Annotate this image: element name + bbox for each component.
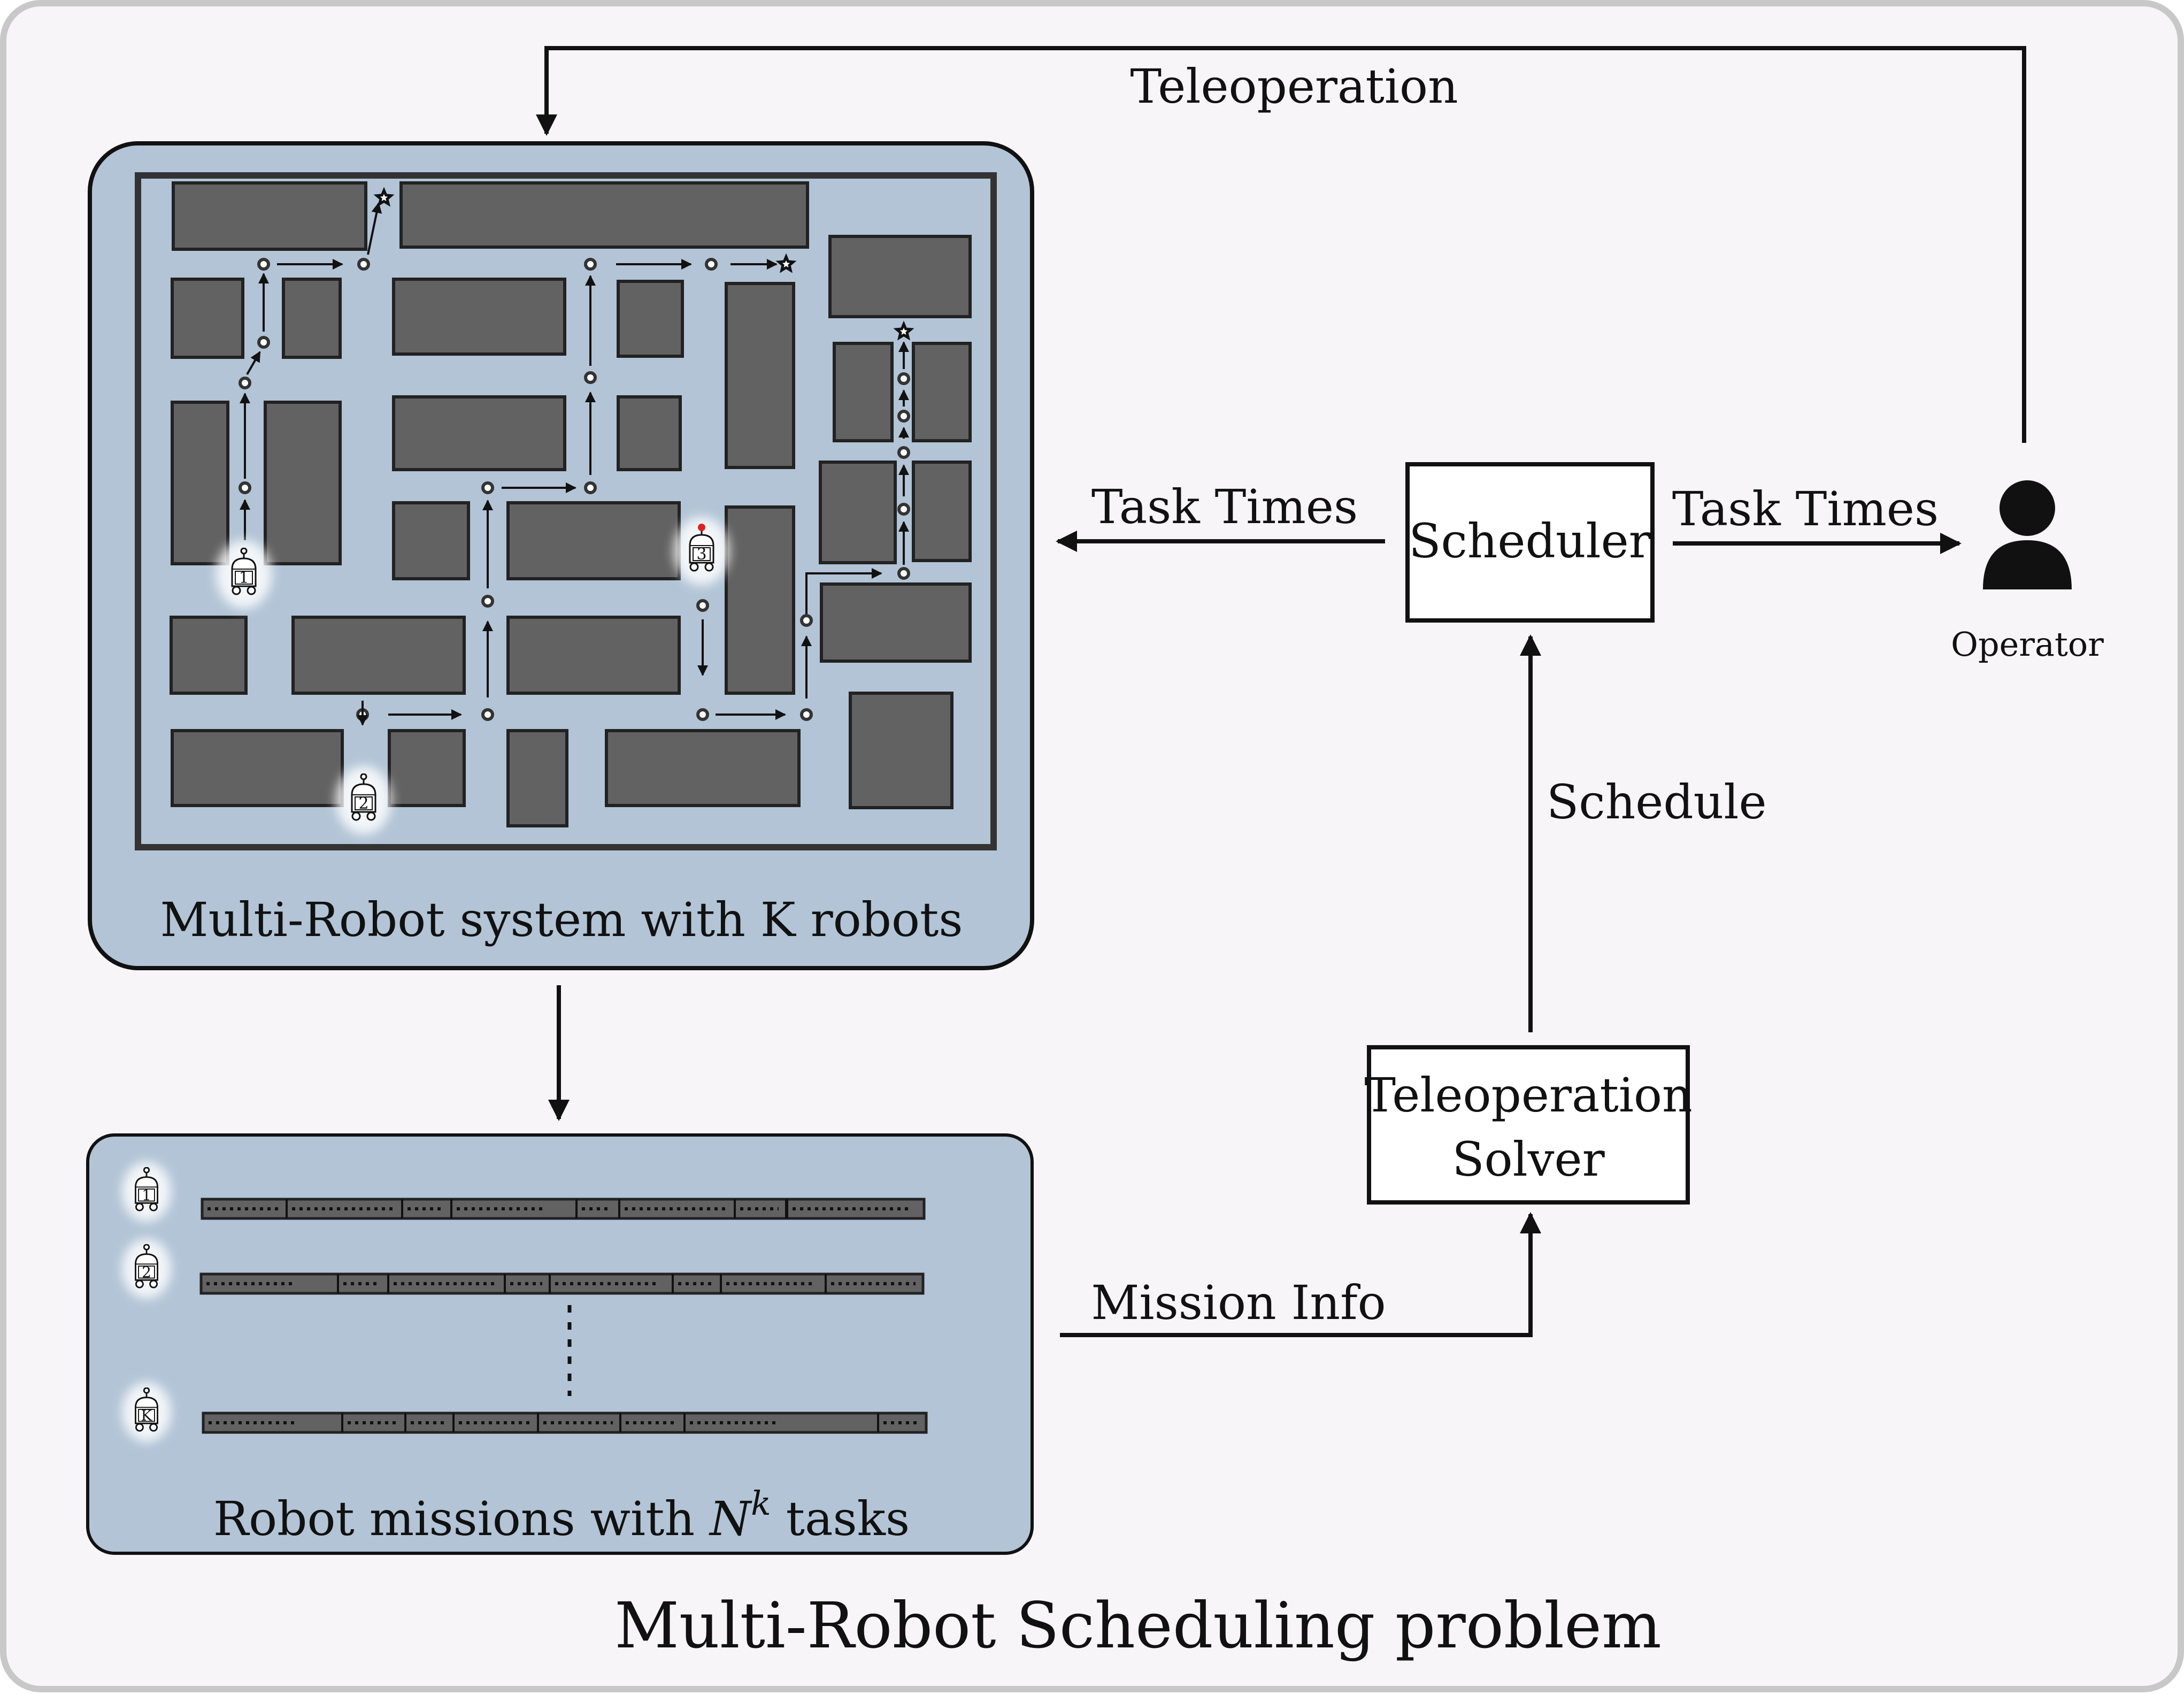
obstacle — [912, 461, 972, 562]
obstacle — [828, 235, 972, 318]
waypoint — [705, 258, 718, 271]
waypoint — [481, 708, 494, 721]
obstacle — [171, 278, 244, 359]
mission-bar — [199, 1272, 925, 1295]
robot-id-label: K — [141, 1407, 153, 1424]
mission-bar — [201, 1198, 926, 1220]
obstacle — [833, 342, 894, 442]
obstacle — [388, 729, 466, 807]
obstacle — [392, 501, 470, 580]
waypoint — [897, 567, 910, 580]
obstacle — [172, 181, 367, 251]
obstacle — [170, 616, 248, 695]
scheduler-label: Scheduler — [1409, 513, 1652, 569]
obstacle — [912, 342, 972, 442]
waypoint — [257, 336, 270, 349]
obstacle — [506, 616, 681, 695]
obstacle — [171, 729, 344, 807]
robot-id-label: 2 — [358, 794, 368, 813]
path-arrow — [246, 351, 261, 375]
obstacle — [506, 729, 568, 827]
goal-star-icon — [373, 187, 395, 207]
obstacle — [725, 282, 795, 469]
obstacle — [820, 582, 972, 663]
obstacle — [264, 401, 342, 565]
mrs-label: Multi-Robot system with K robots — [160, 892, 963, 947]
waypoint — [239, 377, 251, 389]
task-times-left-label: Task Times — [1091, 479, 1358, 534]
path-arrow — [805, 568, 882, 614]
mission-info-label: Mission Info — [1091, 1275, 1386, 1330]
schedule-label: Schedule — [1547, 774, 1767, 830]
robot-indicator — [698, 524, 705, 531]
robot-id-label: 1 — [239, 569, 249, 587]
solver-label-line2: Solver — [1452, 1132, 1605, 1187]
arrow-teleoperation — [536, 46, 2026, 443]
solver-label-line1: Teleoperation — [1364, 1068, 1692, 1123]
goal-star-icon — [775, 253, 797, 273]
waypoint — [257, 258, 270, 271]
waypoint — [584, 258, 597, 271]
obstacle — [399, 181, 809, 249]
scheduler-box — [1405, 462, 1655, 623]
waypoint — [897, 446, 910, 459]
robot-id-label: 1 — [142, 1186, 151, 1204]
obstacle — [819, 461, 897, 564]
goal-star-icon — [893, 320, 914, 341]
obstacle — [171, 401, 229, 565]
obstacle — [506, 501, 681, 580]
obstacle — [392, 395, 566, 471]
waypoint — [239, 481, 251, 494]
diagram-title: Multi-Robot Scheduling problem — [614, 1589, 1662, 1662]
waypoint — [897, 503, 910, 516]
obstacle — [392, 278, 566, 356]
waypoint — [897, 410, 910, 423]
robot-id-label: 2 — [142, 1263, 151, 1281]
arrow-mission-info — [1060, 1212, 1541, 1337]
robot-paths — [239, 187, 914, 726]
task-times-right-label: Task Times — [1672, 481, 1939, 536]
obstacle — [617, 280, 684, 358]
waypoint — [696, 708, 709, 721]
missions-panel — [86, 1133, 1034, 1555]
waypoint — [481, 481, 494, 494]
obstacle — [617, 395, 682, 471]
waypoint — [897, 372, 910, 385]
robot-id-label: 3 — [696, 545, 706, 564]
warehouse-obstacles — [170, 181, 972, 827]
missions-label: Robot missions with Nk tasks — [213, 1484, 910, 1546]
mission-rows: 1 2K — [122, 1162, 928, 1442]
obstacle — [282, 278, 342, 359]
obstacle — [725, 505, 795, 695]
teleoperation-label: Teleoperation — [1130, 59, 1458, 114]
solver-box — [1367, 1045, 1690, 1205]
waypoint — [584, 371, 597, 384]
waypoint — [481, 595, 494, 608]
obstacle — [291, 616, 466, 695]
waypoint — [800, 614, 813, 627]
waypoint — [800, 708, 813, 721]
waypoint — [696, 599, 709, 612]
obstacle — [849, 692, 953, 809]
map-robots: 1 2 3 — [216, 517, 729, 834]
operator-label: Operator — [1951, 625, 2104, 664]
obstacle — [605, 729, 801, 807]
waypoint — [357, 258, 370, 271]
waypoint — [584, 481, 597, 494]
operator-icon — [1983, 480, 2072, 589]
path-arrow — [367, 202, 382, 255]
mission-bar — [202, 1412, 928, 1434]
